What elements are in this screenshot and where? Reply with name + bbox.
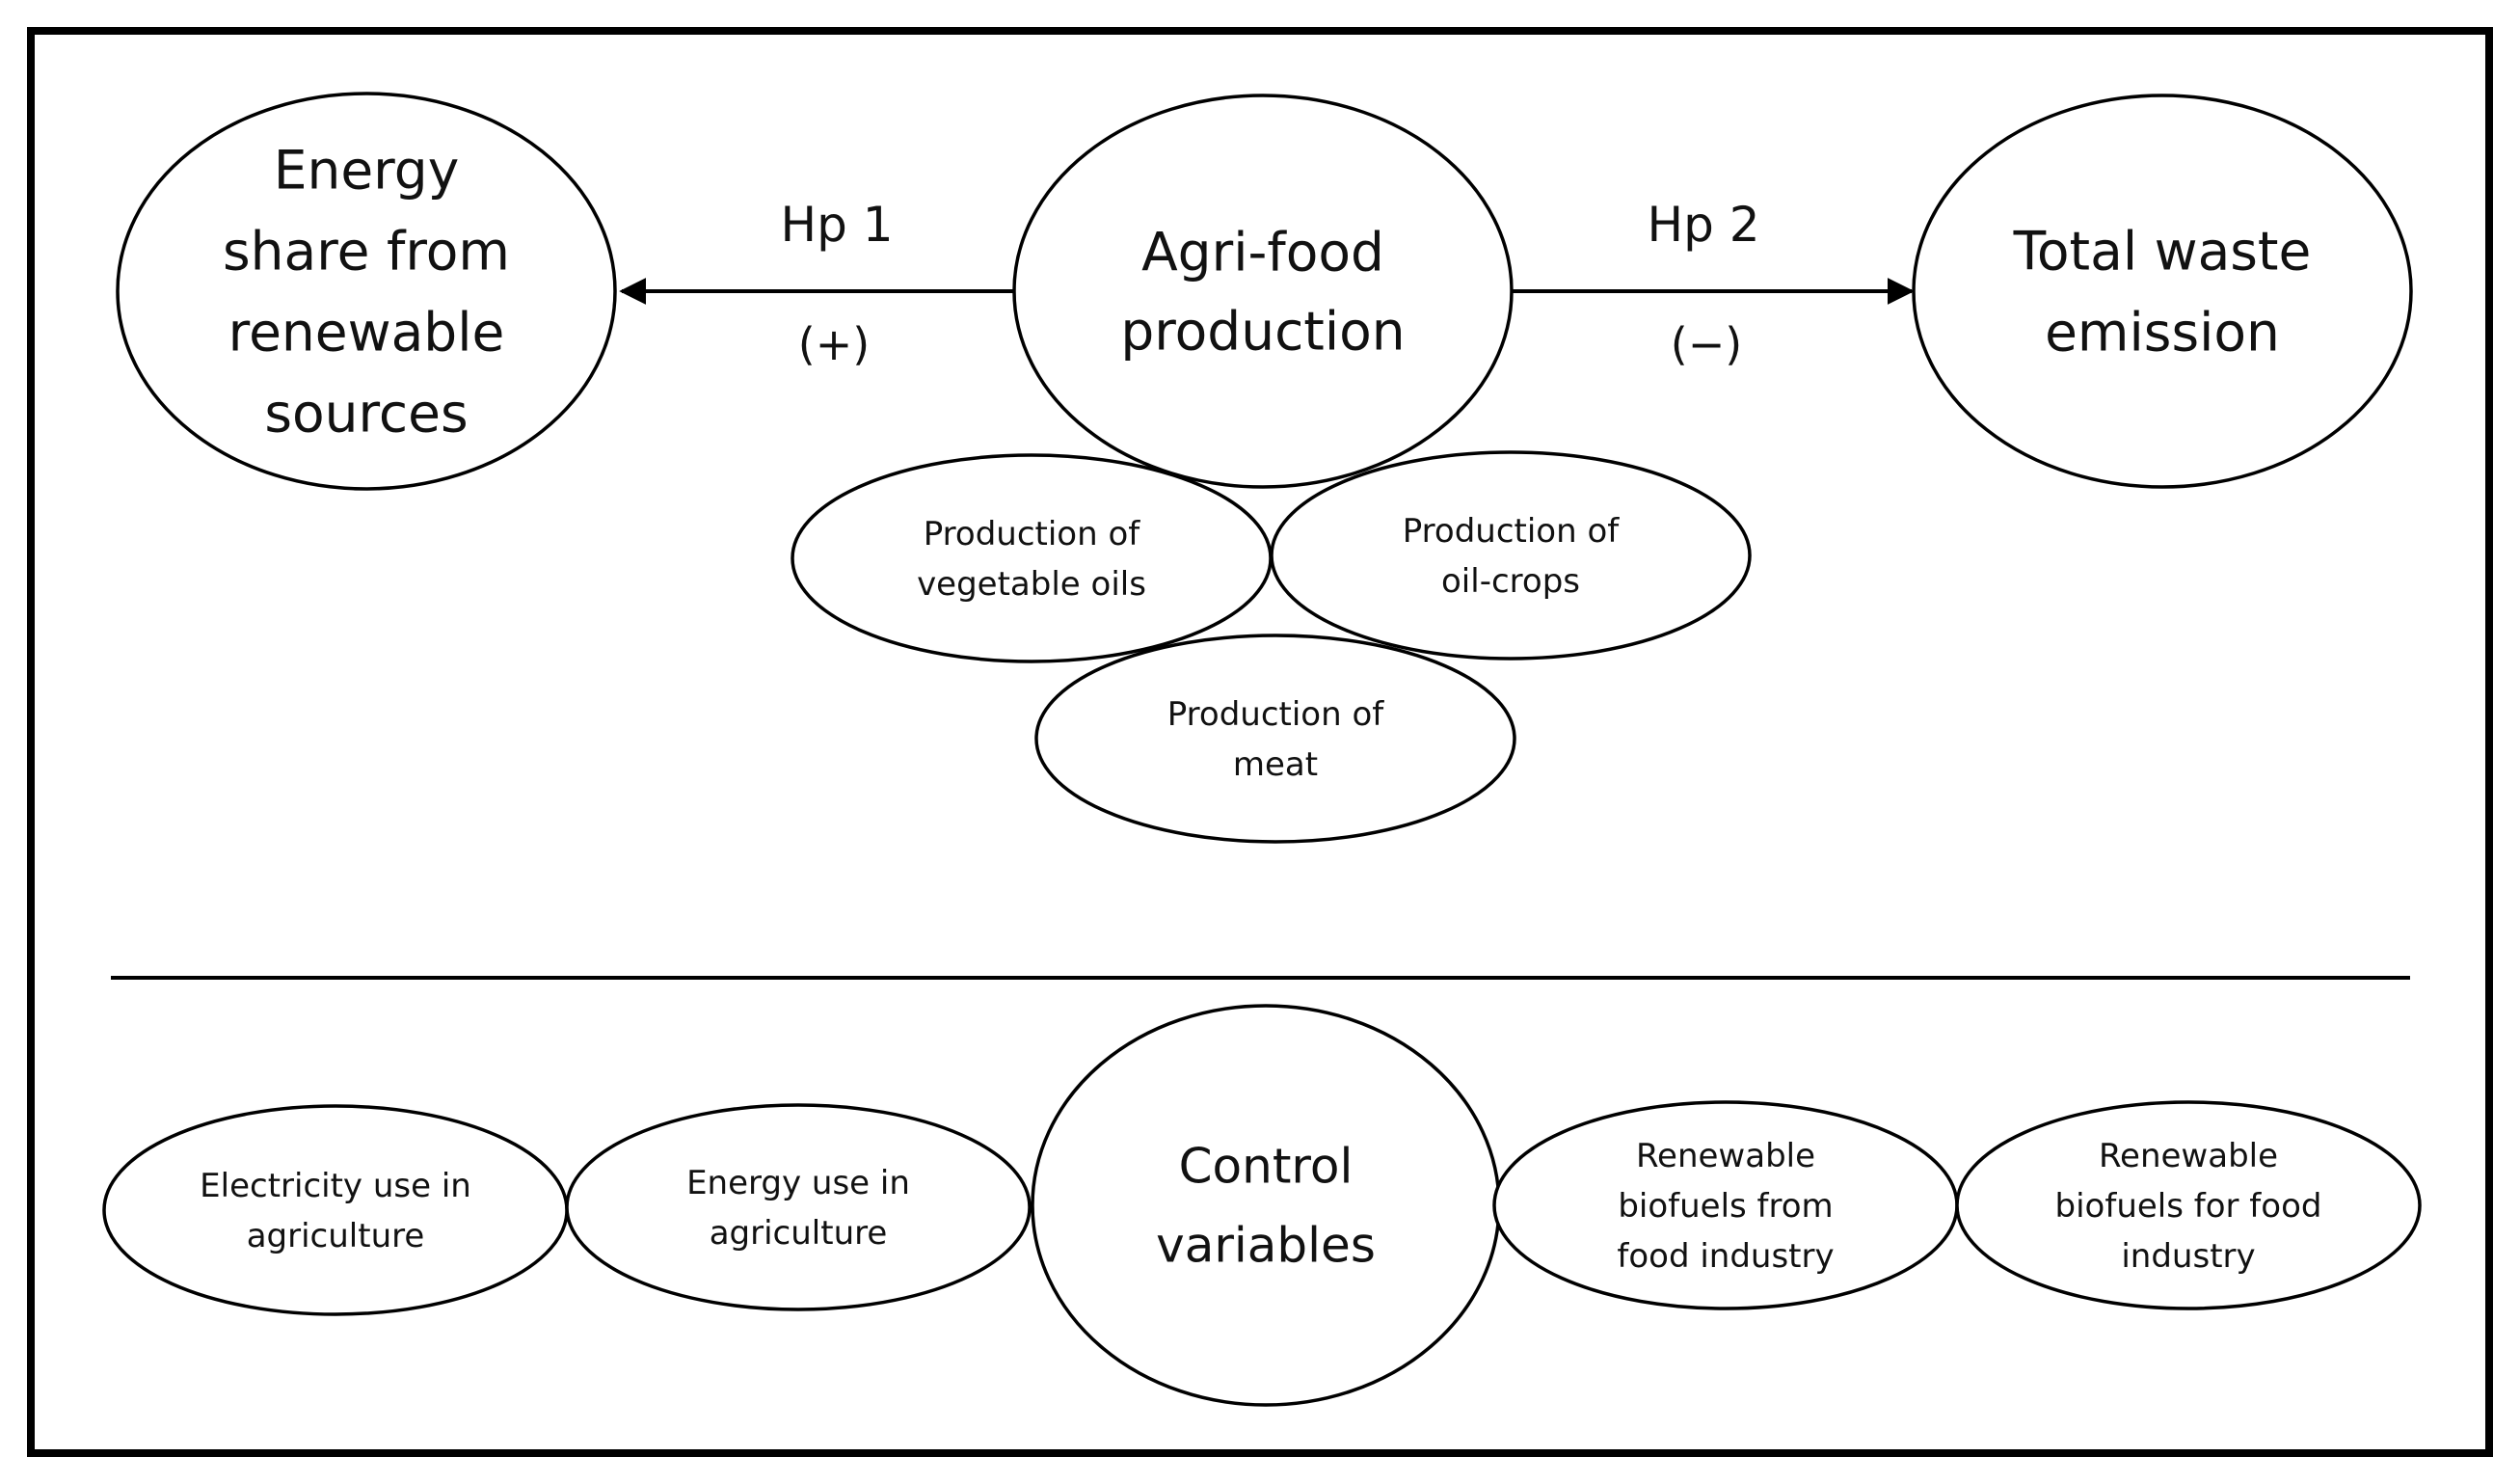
control-line-1: Control	[1179, 1139, 1354, 1195]
meat-line-1: Production of	[1167, 695, 1385, 734]
energy-share-line-2: share from	[223, 220, 510, 282]
node-electricity: Electricity use in agriculture	[102, 1104, 569, 1316]
meat-line-2: meat	[1233, 745, 1318, 784]
node-agrifood: Agri-food production	[1012, 94, 1514, 489]
node-energy-share-label: Energy share from renewable sources	[223, 139, 510, 444]
biofuels-for-line-1: Renewable	[2099, 1137, 2278, 1175]
hp1-sign: (+)	[798, 318, 870, 370]
agrifood-line-1: Agri-food	[1141, 221, 1384, 283]
biofuels-from-line-3: food industry	[1617, 1237, 1834, 1276]
control-line-2: variables	[1156, 1218, 1376, 1274]
node-waste-label: Total waste emission	[2013, 220, 2312, 363]
node-oil-crops-label: Production of oil-crops	[1403, 512, 1621, 601]
diagram-frame	[27, 27, 2493, 1457]
node-control-label: Control variables	[1156, 1139, 1376, 1274]
electricity-line-2: agriculture	[247, 1217, 425, 1255]
oil-crops-line-2: oil-crops	[1441, 562, 1580, 601]
node-agrifood-label: Agri-food production	[1120, 221, 1405, 362]
biofuels-for-line-2: biofuels for food	[2055, 1187, 2322, 1226]
node-oil-crops: Production of oil-crops	[1270, 450, 1752, 661]
energy-use-line-2: agriculture	[710, 1214, 888, 1253]
waste-line-1: Total waste	[2013, 220, 2312, 282]
biofuels-from-line-1: Renewable	[1636, 1137, 1815, 1175]
energy-share-line-3: renewable	[228, 301, 505, 363]
node-meat-label: Production of meat	[1167, 695, 1385, 784]
energy-use-line-1: Energy use in	[686, 1164, 910, 1202]
node-control: Control variables	[1031, 1004, 1501, 1407]
node-energy-use: Energy use in agriculture	[565, 1103, 1032, 1311]
node-electricity-label: Electricity use in agriculture	[200, 1167, 471, 1255]
waste-line-2: emission	[2045, 301, 2280, 363]
agrifood-line-2: production	[1120, 300, 1405, 362]
hp2-sign: (−)	[1671, 318, 1742, 370]
electricity-line-1: Electricity use in	[200, 1167, 471, 1205]
biofuels-for-line-3: industry	[2121, 1237, 2255, 1276]
node-meat: Production of meat	[1034, 634, 1516, 844]
node-biofuels-for-label: Renewable biofuels for food industry	[2055, 1137, 2322, 1276]
oil-crops-line-1: Production of	[1403, 512, 1621, 551]
node-veg-oils: Production of vegetable oils	[791, 453, 1273, 663]
node-veg-oils-label: Production of vegetable oils	[917, 515, 1146, 604]
energy-share-line-4: sources	[264, 382, 468, 444]
veg-oils-line-2: vegetable oils	[917, 565, 1146, 604]
node-biofuels-from-label: Renewable biofuels from food industry	[1617, 1137, 1834, 1276]
node-energy-use-label: Energy use in agriculture	[686, 1164, 910, 1253]
node-biofuels-for: Renewable biofuels for food industry	[1955, 1100, 2422, 1310]
node-biofuels-from: Renewable biofuels from food industry	[1492, 1100, 1959, 1310]
node-waste: Total waste emission	[1912, 94, 2413, 489]
hp2-label: Hp 2	[1647, 197, 1759, 253]
node-energy-share: Energy share from renewable sources	[116, 92, 617, 491]
hp1-label: Hp 1	[780, 197, 893, 253]
energy-share-line-1: Energy	[274, 139, 460, 201]
biofuels-from-line-2: biofuels from	[1618, 1187, 1833, 1226]
veg-oils-line-1: Production of	[924, 515, 1141, 553]
